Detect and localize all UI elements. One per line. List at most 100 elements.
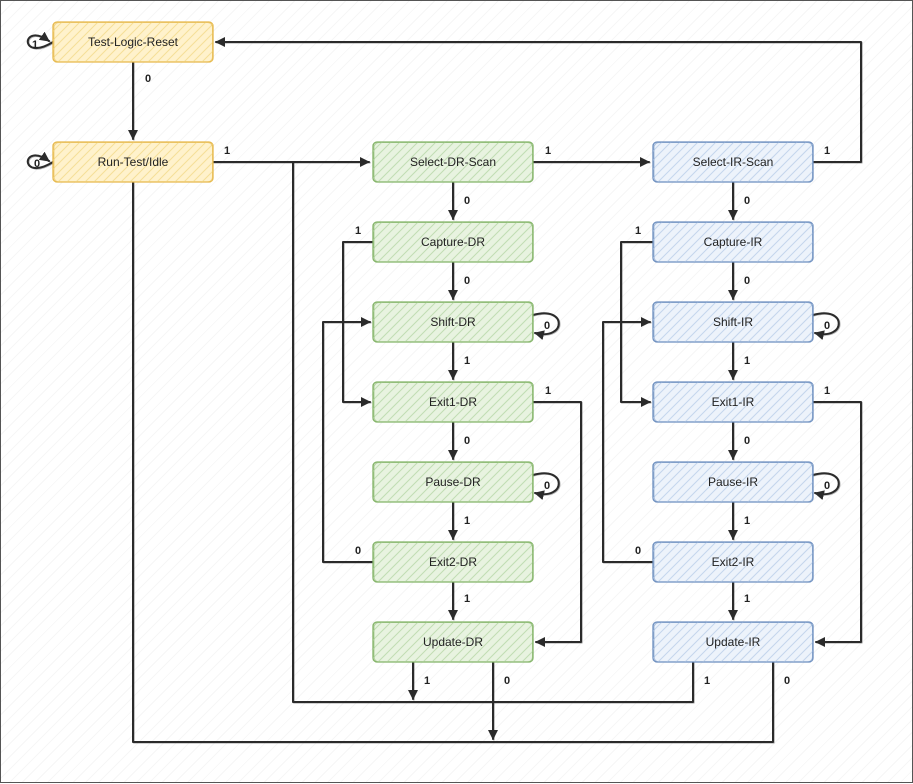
state-sdr[interactable]: Select-DR-Scan (333, 141, 571, 183)
state-hatch (373, 382, 533, 422)
state-e2ir[interactable]: Exit2-IR (613, 541, 851, 583)
state-hatch (373, 222, 533, 262)
state-udr[interactable]: Update-DR (333, 621, 571, 663)
state-hatch (653, 382, 813, 422)
state-label: Exit2-IR (712, 555, 755, 569)
transition-label-udr-rti: 0 (504, 675, 510, 687)
state-outline-sketch (373, 462, 533, 503)
transition-pdr-self (532, 472, 560, 501)
state-label: Exit1-DR (429, 395, 477, 409)
transition-uir-sdr (292, 161, 694, 703)
state-hatch (373, 462, 533, 502)
state-hatch (373, 142, 533, 182)
transition-shir-self (812, 312, 840, 341)
transition-tlr-self (26, 31, 54, 49)
state-outline-sketch (653, 142, 813, 183)
state-outline-sketch (373, 382, 533, 423)
state-hatch (653, 622, 813, 662)
transition-label-cir-shir: 0 (744, 275, 750, 287)
state-outline-sketch (53, 142, 213, 183)
state-outline-sketch (373, 302, 533, 343)
transition-label-shdr-e1dr: 1 (464, 355, 470, 367)
transition-label-cdr-shdr: 0 (464, 275, 470, 287)
transition-label-e2dr-udr: 1 (464, 593, 470, 605)
state-label: Pause-IR (708, 475, 758, 489)
state-rti[interactable]: Run-Test/Idle (13, 141, 251, 183)
transition-pir-self (812, 472, 840, 501)
state-hatch (653, 142, 813, 182)
transition-sketch-shdr-self (532, 312, 561, 336)
state-label: Update-IR (706, 635, 761, 649)
transition-sketch-pir-self (812, 472, 841, 496)
state-uir[interactable]: Update-IR (613, 621, 851, 663)
state-outline-sketch (53, 22, 213, 63)
transition-sketch-tlr-self (27, 35, 55, 50)
transition-shdr-self (532, 312, 560, 341)
state-hatch (653, 542, 813, 582)
state-outline-sketch (653, 382, 813, 423)
state-cdr[interactable]: Capture-DR (333, 221, 571, 263)
state-pir[interactable]: Pause-IR (613, 461, 851, 503)
transition-sir-tlr (215, 37, 862, 163)
transition-sketch-uir-sdr (292, 161, 695, 704)
state-pdr[interactable]: Pause-DR (333, 461, 571, 503)
state-e1dr[interactable]: Exit1-DR (333, 381, 571, 423)
state-label: Capture-DR (421, 235, 485, 249)
state-outline-sketch (653, 222, 813, 263)
transition-label-sdr-cdr: 0 (464, 195, 470, 207)
state-outline-sketch (373, 222, 533, 263)
state-tlr[interactable]: Test-Logic-Reset (13, 21, 251, 63)
state-outline-sketch (373, 142, 533, 183)
transition-sketch-e2ir-shir (602, 321, 655, 564)
state-e1ir[interactable]: Exit1-IR (613, 381, 851, 423)
transition-label-sdr-sir: 1 (545, 145, 551, 157)
transition-uir-rti (128, 164, 774, 743)
state-sir[interactable]: Select-IR-Scan (613, 141, 851, 183)
state-hatch (373, 302, 533, 342)
state-shdr[interactable]: Shift-DR (333, 301, 571, 343)
transition-e2ir-shir (602, 317, 654, 563)
transition-e2dr-shdr (322, 317, 374, 563)
state-cir[interactable]: Capture-IR (613, 221, 851, 263)
state-label: Shift-DR (430, 315, 476, 329)
state-hatch (373, 542, 533, 582)
transition-label-pir-self: 0 (824, 480, 830, 492)
transition-sketch-e2dr-shdr (322, 321, 375, 564)
transition-sketch-shir-self (812, 312, 841, 336)
transition-label-rti-sdr: 1 (224, 145, 230, 157)
transition-label-uir-rti: 0 (784, 675, 790, 687)
transition-label-pdr-self: 0 (544, 480, 550, 492)
state-label: Capture-IR (704, 235, 763, 249)
transition-label-e1dr-udr: 1 (545, 385, 551, 397)
transition-rti-self (26, 151, 54, 169)
transition-label-sir-tlr: 1 (824, 145, 830, 157)
state-label: Test-Logic-Reset (88, 35, 179, 49)
transition-label-e2ir-shir: 0 (635, 545, 641, 557)
state-outline-sketch (653, 542, 813, 583)
transition-label-e2ir-uir: 1 (744, 593, 750, 605)
state-hatch (53, 22, 213, 62)
state-shir[interactable]: Shift-IR (613, 301, 851, 343)
transition-label-e2dr-shdr: 0 (355, 545, 361, 557)
state-outline-sketch (653, 462, 813, 503)
transition-label-tlr-rti: 0 (145, 73, 151, 85)
state-label: Select-DR-Scan (410, 155, 496, 169)
state-hatch (53, 142, 213, 182)
state-label: Pause-DR (425, 475, 481, 489)
state-e2dr[interactable]: Exit2-DR (333, 541, 571, 583)
state-label: Exit2-DR (429, 555, 477, 569)
state-outline-sketch (653, 302, 813, 343)
state-hatch (653, 222, 813, 262)
state-hatch (653, 302, 813, 342)
transition-sketch-sir-tlr (215, 41, 863, 164)
state-outline-sketch (653, 622, 813, 663)
transition-label-shdr-self: 0 (544, 320, 550, 332)
transition-label-pdr-e2dr: 1 (464, 515, 470, 527)
transition-label-uir-sdr: 1 (704, 675, 710, 687)
transition-label-pir-e2ir: 1 (744, 515, 750, 527)
transition-label-cir-e1ir: 1 (635, 225, 641, 237)
